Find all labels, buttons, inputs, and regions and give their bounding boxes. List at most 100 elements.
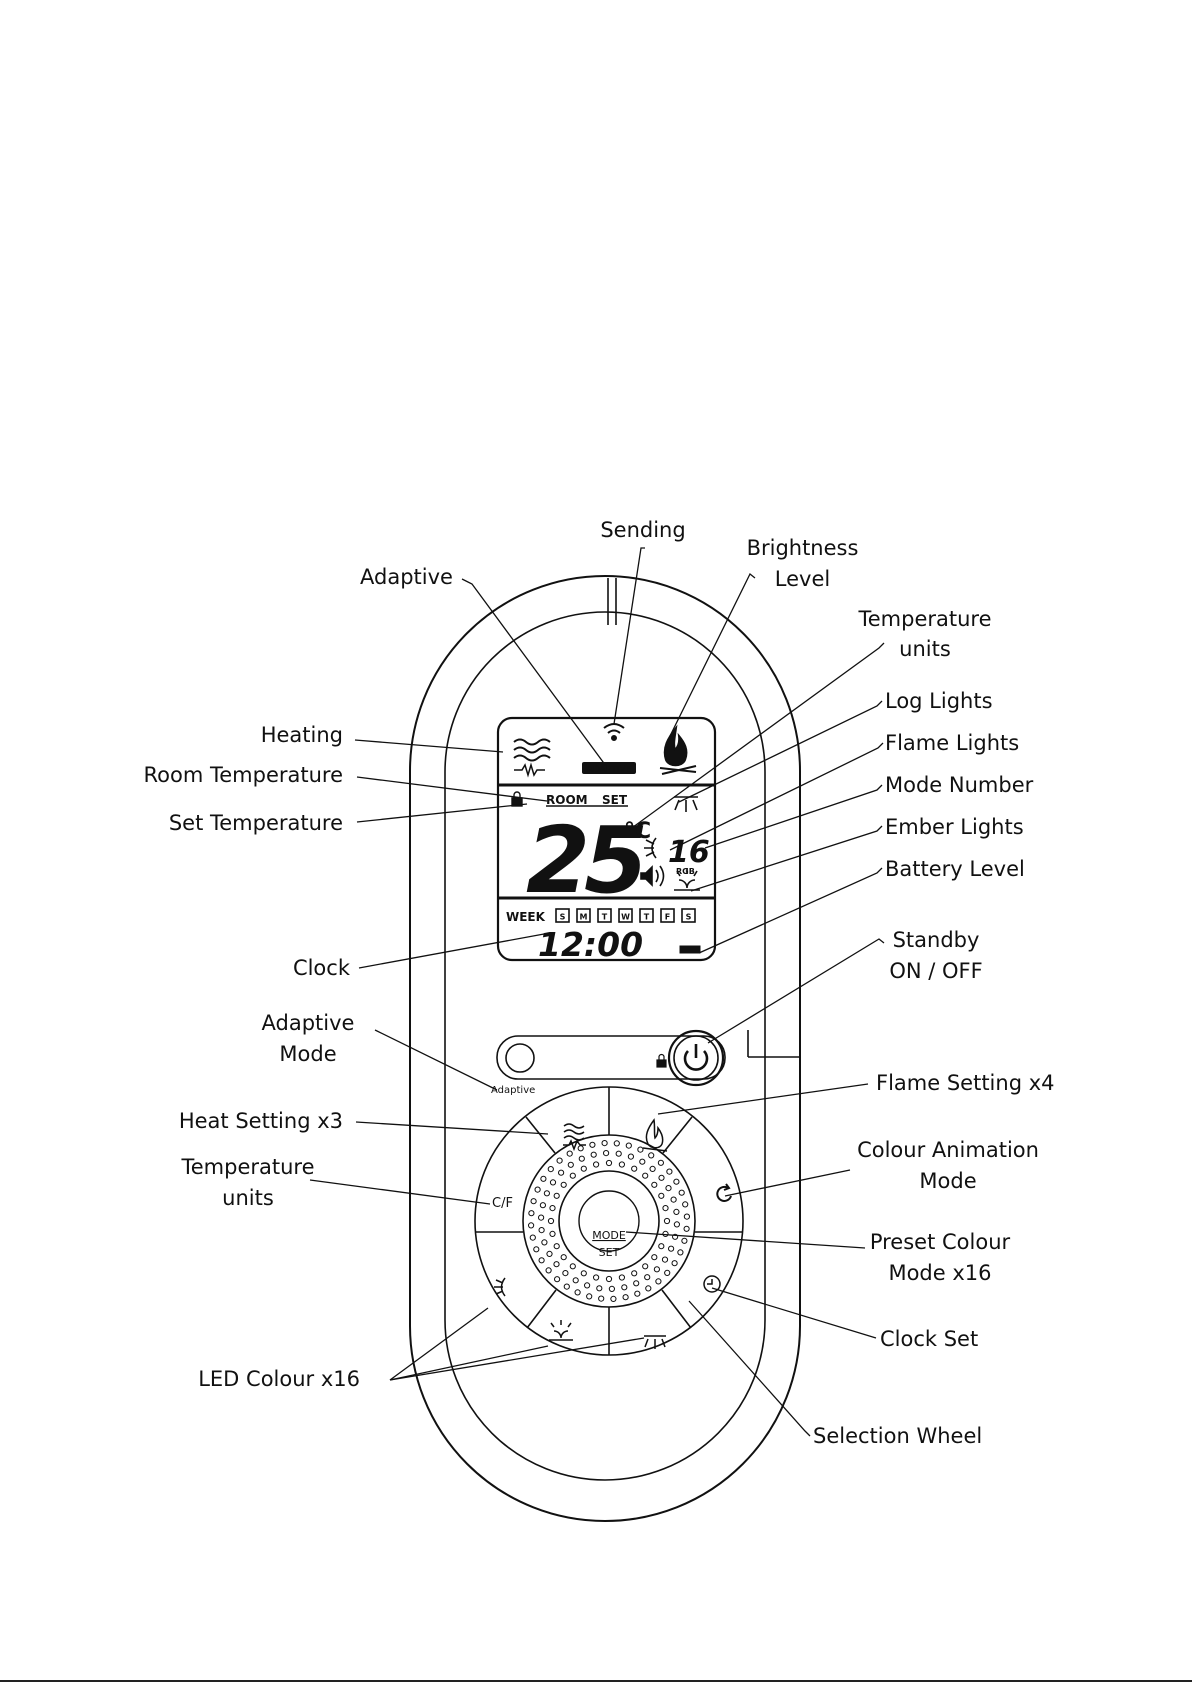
leader-led-ember bbox=[389, 1345, 549, 1381]
wheel-dot bbox=[605, 1275, 613, 1283]
wheel-dot bbox=[662, 1205, 669, 1212]
wheel-dot bbox=[683, 1213, 691, 1220]
wheel-dot bbox=[644, 1274, 651, 1281]
divider-ul bbox=[525, 1116, 556, 1154]
cf-button-label[interactable]: C/F bbox=[492, 1196, 513, 1211]
mode-set-button bbox=[578, 1190, 640, 1252]
remote-outer-body bbox=[409, 575, 801, 1522]
led-colour-flame-button-icon[interactable] bbox=[494, 1277, 506, 1297]
wheel-dot bbox=[547, 1217, 555, 1225]
divider-lr bbox=[661, 1289, 692, 1329]
button-dividers bbox=[475, 1087, 743, 1355]
wheel-dot bbox=[670, 1196, 677, 1203]
wheel-dot bbox=[543, 1190, 551, 1197]
wheel-dot bbox=[553, 1243, 560, 1250]
wheel-dot bbox=[603, 1150, 610, 1157]
power-icon[interactable] bbox=[683, 1044, 709, 1071]
wheel-dot bbox=[631, 1165, 638, 1172]
heating-icon bbox=[513, 738, 551, 778]
callout-standby-line2: ON / OFF bbox=[889, 959, 983, 983]
weekday-box bbox=[660, 908, 675, 923]
leader-sending bbox=[613, 547, 645, 725]
leader-heating bbox=[354, 739, 504, 753]
wheel-dot bbox=[596, 1285, 603, 1292]
wheel-dot bbox=[645, 1285, 652, 1292]
page-bottom-rule bbox=[0, 1680, 1192, 1682]
flame-lights-icon bbox=[644, 837, 657, 859]
leader-clock bbox=[358, 933, 545, 969]
callout-sending: Sending bbox=[600, 518, 686, 542]
leader-preset-colour bbox=[625, 1231, 866, 1249]
weekday-box bbox=[576, 908, 591, 923]
wheel-dot bbox=[615, 1150, 622, 1157]
set-button-label[interactable]: SET bbox=[599, 1246, 620, 1259]
wheel-dot bbox=[627, 1153, 635, 1160]
wheel-dot bbox=[546, 1250, 553, 1258]
heat-setting-button-icon[interactable] bbox=[563, 1123, 586, 1152]
lock-icon bbox=[511, 791, 523, 807]
leader-adaptive bbox=[461, 578, 607, 767]
room-label: ROOM bbox=[546, 793, 588, 807]
wheel-dot bbox=[590, 1151, 597, 1158]
wheel-dot bbox=[553, 1192, 560, 1199]
wheel-dot bbox=[577, 1145, 584, 1152]
wheel-dot bbox=[529, 1234, 536, 1241]
led-colour-log-button-icon[interactable] bbox=[644, 1335, 666, 1349]
led-colour-ember-button-icon[interactable] bbox=[549, 1320, 573, 1341]
wheel-dot bbox=[545, 1267, 552, 1274]
callout-led-colour: LED Colour x16 bbox=[198, 1367, 360, 1391]
clock-set-button-icon[interactable] bbox=[703, 1275, 721, 1293]
wheel-dot bbox=[605, 1159, 613, 1167]
selection-wheel-dots bbox=[528, 1140, 691, 1303]
wheel-dot bbox=[538, 1227, 545, 1234]
colour-animation-button-icon[interactable] bbox=[716, 1183, 732, 1202]
divider-ur bbox=[662, 1116, 693, 1154]
wheel-dot bbox=[580, 1165, 587, 1172]
callout-heat-setting: Heat Setting x3 bbox=[178, 1109, 343, 1133]
callout-log-lights: Log Lights bbox=[885, 689, 993, 713]
wheel-dot bbox=[639, 1158, 646, 1165]
adaptive-badge-text: ADAPTIVE bbox=[587, 765, 632, 775]
weekday-letter: T bbox=[602, 913, 608, 922]
wheel-dot bbox=[651, 1254, 658, 1261]
callout-set-temperature: Set Temperature bbox=[168, 811, 343, 835]
wheel-dot bbox=[661, 1256, 669, 1263]
wheel-dot bbox=[569, 1172, 576, 1179]
wheel-dot bbox=[534, 1186, 541, 1193]
weekday-letter: S bbox=[560, 913, 566, 922]
wheel-dot bbox=[538, 1257, 545, 1264]
wheel-dot bbox=[658, 1174, 665, 1181]
wheel-dot bbox=[586, 1293, 593, 1300]
wheel-dot bbox=[657, 1159, 665, 1166]
wheel-dot bbox=[601, 1140, 608, 1147]
wheel-dot bbox=[658, 1192, 665, 1199]
wheel-dot bbox=[549, 1179, 557, 1186]
wheel-dot bbox=[558, 1169, 565, 1176]
leader-heat-setting bbox=[355, 1121, 549, 1135]
wheel-dot bbox=[663, 1217, 671, 1225]
leader-brightness bbox=[669, 572, 756, 737]
callout-brightness-line1: Brightness bbox=[746, 536, 859, 560]
callout-flame-setting: Flame Setting x4 bbox=[876, 1071, 1055, 1095]
wheel-dot bbox=[653, 1266, 661, 1273]
leader-flame-setting bbox=[657, 1083, 869, 1115]
wheel-dot bbox=[560, 1181, 567, 1188]
wheel-dot bbox=[678, 1189, 685, 1196]
wheel-dot bbox=[572, 1277, 579, 1284]
wheel-dot bbox=[553, 1261, 560, 1268]
rgb-label: RGB bbox=[676, 867, 695, 876]
leader-temperature-units bbox=[628, 642, 885, 831]
wheel-dot bbox=[666, 1168, 673, 1175]
mode-button-label[interactable]: MODE bbox=[592, 1229, 626, 1242]
speaker-icon bbox=[640, 865, 665, 887]
wheel-dot bbox=[567, 1161, 574, 1168]
callout-clock-set: Clock Set bbox=[880, 1327, 979, 1351]
wheel-dot bbox=[538, 1214, 545, 1221]
sending-icon bbox=[603, 723, 625, 741]
weekday-letter: F bbox=[665, 913, 670, 922]
wheel-dot bbox=[682, 1201, 689, 1208]
standby-button-ring bbox=[667, 1029, 725, 1087]
flame-setting-button-icon[interactable] bbox=[642, 1118, 668, 1152]
